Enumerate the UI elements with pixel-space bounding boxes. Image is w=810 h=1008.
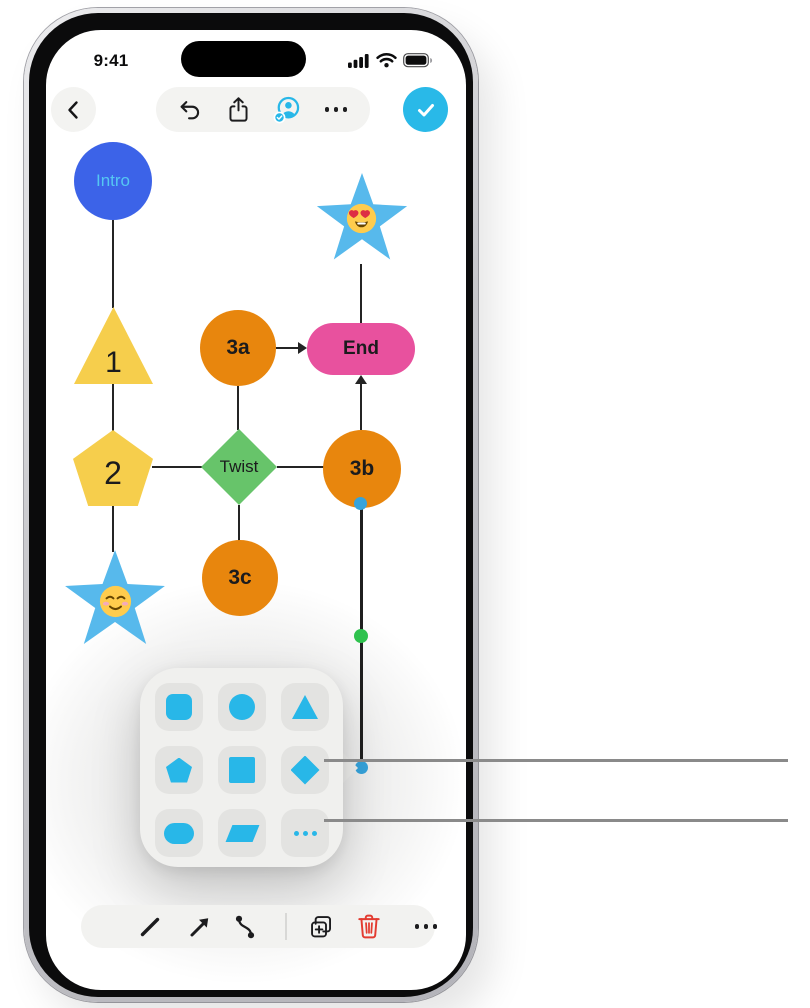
- wifi-icon: [376, 53, 397, 68]
- node-end[interactable]: End: [307, 323, 415, 375]
- node-label: Twist: [219, 457, 259, 476]
- duplicate-icon: [310, 916, 331, 938]
- connector-twist-3c[interactable]: [238, 505, 240, 541]
- node-label: 3a: [226, 336, 250, 359]
- triangle-icon: [292, 695, 318, 719]
- line-tool-button[interactable]: [133, 905, 167, 948]
- delete-button[interactable]: [352, 905, 386, 948]
- shape-option-rounded-square[interactable]: [155, 683, 203, 731]
- line-endpoint-handle-top[interactable]: [354, 497, 367, 510]
- iphone-bezel: 9:41: [29, 13, 473, 997]
- arrowhead-3a-end: [298, 342, 307, 354]
- more-shapes-icon: [293, 830, 317, 836]
- node-label: 3b: [349, 457, 375, 480]
- connector-2-twist[interactable]: [152, 466, 202, 468]
- undo-icon: [180, 100, 200, 119]
- node-step-3a[interactable]: 3a: [200, 310, 276, 386]
- shape-option-oval[interactable]: [155, 809, 203, 857]
- shape-option-diamond[interactable]: [281, 746, 329, 794]
- checkmark-icon: [417, 103, 434, 116]
- share-icon: [229, 97, 248, 122]
- line-endpoint-handle-bottom[interactable]: [355, 761, 368, 774]
- node-label: Intro: [95, 171, 131, 190]
- heart-eyes-face-emoji: [346, 203, 377, 234]
- circle-icon: [229, 694, 255, 720]
- arrow-tool-button[interactable]: [183, 905, 217, 948]
- node-label: 2: [104, 454, 122, 491]
- bottom-toolbar: [81, 905, 438, 948]
- connector-intro-1[interactable]: [112, 220, 114, 308]
- connector-twist-3b[interactable]: [277, 466, 324, 468]
- done-button[interactable]: [403, 87, 448, 132]
- node-intro[interactable]: Intro: [74, 142, 152, 220]
- share-button[interactable]: [222, 93, 256, 127]
- connector-3b-end[interactable]: [360, 382, 362, 430]
- line-midpoint-handle[interactable]: [354, 629, 368, 643]
- cellular-signal-icon: [348, 53, 369, 68]
- node-label: 3c: [228, 566, 252, 589]
- dynamic-island: [181, 41, 306, 77]
- relieved-face-emoji: [99, 585, 132, 618]
- collaborate-icon: [273, 96, 300, 123]
- iphone-frame: 9:41: [24, 8, 478, 1002]
- node-label: 1: [105, 346, 122, 379]
- connector-star-end[interactable]: [360, 264, 362, 323]
- shape-option-more[interactable]: [281, 809, 329, 857]
- more-tools-button[interactable]: [409, 905, 443, 948]
- rounded-square-icon: [166, 694, 192, 720]
- square-icon: [229, 757, 255, 783]
- ellipsis-icon: [414, 924, 438, 929]
- callout-line-more-shapes: [324, 819, 788, 822]
- shape-picker-popup: [140, 668, 343, 867]
- pentagon-icon: [166, 757, 192, 783]
- connector-3a-twist[interactable]: [237, 386, 239, 430]
- node-label: End: [343, 338, 379, 359]
- node-step-3c[interactable]: 3c: [202, 540, 278, 616]
- connector-2-star[interactable]: [112, 506, 114, 552]
- trash-icon: [358, 914, 380, 939]
- toolbar-divider: [285, 913, 287, 940]
- chevron-back-icon: [67, 100, 78, 119]
- diamond-icon: [290, 755, 320, 785]
- callout-line-diamond-shape: [324, 759, 788, 762]
- battery-icon: [403, 53, 433, 68]
- connector-1-2[interactable]: [112, 384, 114, 431]
- top-toolbar: [156, 87, 370, 132]
- ellipsis-icon: [324, 107, 348, 112]
- undo-button[interactable]: [173, 93, 207, 127]
- status-icons: [348, 53, 433, 68]
- parallelogram-icon: [225, 824, 259, 842]
- shape-option-pentagon[interactable]: [155, 746, 203, 794]
- shape-option-triangle[interactable]: [281, 683, 329, 731]
- node-step-3b[interactable]: 3b: [323, 430, 401, 508]
- shape-option-square[interactable]: [218, 746, 266, 794]
- connector-tool-button[interactable]: [228, 905, 262, 948]
- freeform-canvas-screen: 9:41: [46, 30, 466, 990]
- more-button[interactable]: [319, 93, 353, 127]
- oval-icon: [164, 822, 194, 844]
- back-button[interactable]: [51, 87, 96, 132]
- connector-3a-end[interactable]: [276, 347, 301, 349]
- status-time: 9:41: [93, 51, 129, 70]
- collaborate-button[interactable]: [270, 93, 304, 127]
- connector-icon: [235, 915, 255, 938]
- shape-option-circle[interactable]: [218, 683, 266, 731]
- arrowhead-3b-end: [355, 375, 367, 384]
- arrow-icon: [190, 917, 209, 936]
- line-icon: [140, 917, 160, 936]
- duplicate-button[interactable]: [304, 905, 338, 948]
- shape-option-parallelogram[interactable]: [218, 809, 266, 857]
